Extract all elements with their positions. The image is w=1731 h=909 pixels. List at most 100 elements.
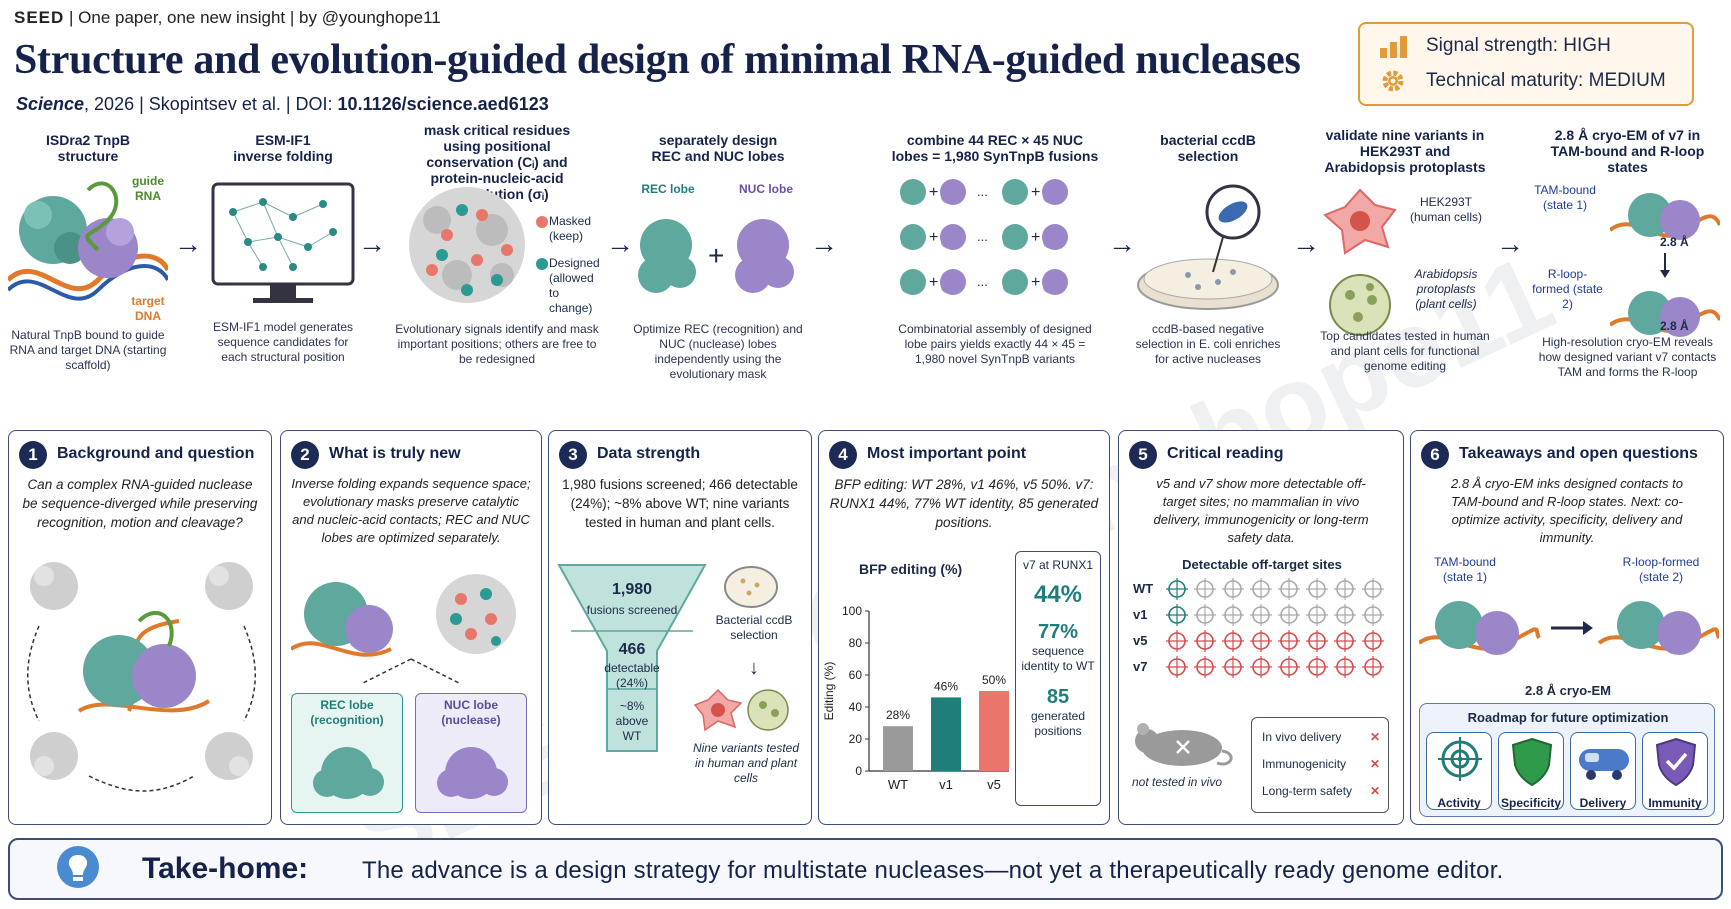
resolution-label-2: 2.8 Å (1660, 319, 1689, 333)
step-foot: Combinatorial assembly of designed lobe … (898, 322, 1092, 366)
arrow-right-icon: → (174, 228, 202, 259)
signal-row: Signal strength: HIGH (1378, 34, 1611, 58)
arrow-right-icon: → (1292, 228, 1320, 259)
state1-label: TAM-bound (state 1) (1434, 555, 1496, 584)
nuc-lobe-icon (437, 747, 508, 799)
panel-text: 2.8 Å cryo-EM inks designed contacts to … (1451, 476, 1683, 545)
roadmap-card-label: Specificity (1500, 796, 1562, 810)
petri-dish-bacterium-icon (1137, 184, 1279, 310)
checklist-item-label: Long-term safety (1262, 784, 1353, 798)
panel-number: 1 (19, 441, 47, 469)
roadmap-card-immunity: Immunity (1642, 732, 1708, 810)
roadmap-card-specificity: Specificity (1498, 732, 1564, 810)
step-separate-design: separately design REC and NUC lobes REC … (628, 132, 808, 382)
y-axis-label: Editing (%) (822, 662, 836, 721)
panel-what-is-new: 2 What is truly new Inverse folding expa… (280, 430, 542, 825)
y-tick-label: 100 (842, 604, 862, 618)
panel-data-strength: 3 Data strength 1,980 fusions screened; … (548, 430, 812, 825)
capsule-vehicle-icon (1579, 749, 1629, 780)
arrow-right-icon: → (1108, 228, 1136, 259)
signal-strength: Signal strength: HIGH (1426, 35, 1611, 56)
funnel-illustration (557, 564, 707, 752)
designed-dot-icon (536, 258, 548, 270)
crosshair-icon-row (1166, 578, 1384, 600)
year-authors: , 2026 | Skopintsev et al. | DOI: (84, 94, 333, 114)
panel-critical-reading: 5 Critical reading v5 and v7 show more d… (1118, 430, 1404, 825)
panel-text: Can a complex RNA-guided nuclease be seq… (22, 477, 258, 530)
rec-lobe-icon (313, 747, 384, 799)
arrow-right-icon: → (1496, 228, 1524, 259)
svg-text:...: ... (977, 184, 988, 199)
cross-icon: ✕ (1369, 784, 1380, 798)
journal-name: Science (16, 94, 85, 114)
monitor-network-icon (211, 182, 355, 303)
svg-text:+: + (929, 274, 938, 291)
funnel-mid-label: detectable (24%) (604, 661, 660, 690)
step-foot: Natural TnpB bound to guide RNA and targ… (9, 328, 167, 372)
lightbulb-icon (57, 846, 99, 888)
rec-lobe-card: REC lobe (recognition) (291, 693, 403, 813)
panel-title: Data strength (597, 445, 701, 462)
v7-identity-value: 77% (1037, 621, 1079, 643)
roadmap-card-label: Immunity (1648, 796, 1702, 810)
cells-icon (693, 688, 789, 732)
svg-text:+: + (1031, 229, 1040, 246)
step-foot: Evolutionary signals identify and mask i… (395, 322, 599, 366)
tam-bound-label: TAM-bound (state 1) (1534, 183, 1596, 212)
checklist-item: Long-term safety ✕ (1262, 784, 1380, 798)
state2-label: R-loop-formed (state 2) (1622, 555, 1700, 584)
step-validate-variants: validate nine variants in HEK293T and Ar… (1320, 127, 1490, 377)
offtarget-row-label: v7 (1133, 659, 1148, 674)
funnel-mid-number: 466 (618, 641, 646, 658)
svg-text:+: + (1031, 274, 1040, 291)
fusion-grid-illustration: ++...++...++... (900, 179, 1068, 295)
step-head: separately design REC and NUC lobes (651, 132, 785, 164)
roadmap-card-label: Activity (1437, 796, 1481, 810)
step-structure: ISDra2 TnpB structure guide RNA target D… (8, 132, 168, 382)
panel-title: Takeaways and open questions (1459, 445, 1698, 462)
mouse-icon (1135, 723, 1233, 766)
svg-text:+: + (1031, 184, 1040, 201)
panel-title: Most important point (867, 445, 1027, 462)
masked-design-illustration (291, 574, 516, 685)
y-tick-label: 80 (849, 636, 863, 650)
v7-summary-box: v7 at RUNX1 44% 77% sequence identity to… (1015, 551, 1101, 806)
nuc-lobe-card: NUC lobe (nuclease) (415, 693, 527, 813)
bar-WT (883, 726, 913, 771)
y-tick-label: 40 (849, 700, 863, 714)
panel-text: BFP editing: WT 28%, v1 46%, v5 50%. v7:… (829, 477, 1099, 530)
panel-background: 1 Background and question Can a complex … (8, 430, 272, 825)
y-tick-label: 60 (849, 668, 863, 682)
step-head: combine 44 REC × 45 NUC lobes = 1,980 Sy… (891, 132, 1099, 164)
checklist-item: In vivo delivery ✕ (1262, 730, 1380, 744)
cross-icon: ✕ (1369, 757, 1380, 771)
rec-nuc-lobes-illustration: + (638, 219, 794, 293)
x-tick-label: WT (888, 777, 908, 792)
offtarget-row-label: v1 (1133, 607, 1148, 622)
bar-value-label: 50% (982, 673, 1006, 687)
step-foot: ESM-IF1 model generates sequence candida… (212, 320, 354, 364)
panel-number: 5 (1129, 441, 1157, 469)
target-icon (1438, 737, 1482, 781)
petri-dish-icon (724, 566, 778, 608)
panel-text: v5 and v7 show more detectable off-targe… (1153, 476, 1369, 545)
panel-text: Inverse folding expands sequence space; … (291, 476, 531, 545)
panel-title: What is truly new (329, 445, 461, 462)
brand-name: SEED (14, 8, 65, 27)
crosshair-icon-row (1166, 656, 1384, 678)
funnel-top-label: fusions screened (586, 603, 678, 617)
panel-title: Background and question (57, 445, 255, 462)
shield-icon (1511, 737, 1553, 787)
cross-icon: ✕ (1369, 730, 1380, 744)
step-ccdb-selection: bacterial ccdB selection ccdB-based nega… (1128, 132, 1288, 382)
doi: 10.1126/science.aed6123 (337, 94, 549, 114)
panel-number: 4 (829, 441, 857, 469)
checklist-item: Immunogenicity✕ (1262, 757, 1380, 771)
checklist-item-label: In vivo delivery (1262, 730, 1342, 744)
panel-number: 2 (291, 441, 319, 469)
cells-illustration (1323, 188, 1397, 336)
designed-label: Designed (allowed to change) (549, 256, 600, 315)
panel-most-important: 4 Most important point BFP editing: WT 2… (818, 430, 1110, 825)
panel-takeaways: 6 Takeaways and open questions 2.8 Å cry… (1410, 430, 1724, 825)
